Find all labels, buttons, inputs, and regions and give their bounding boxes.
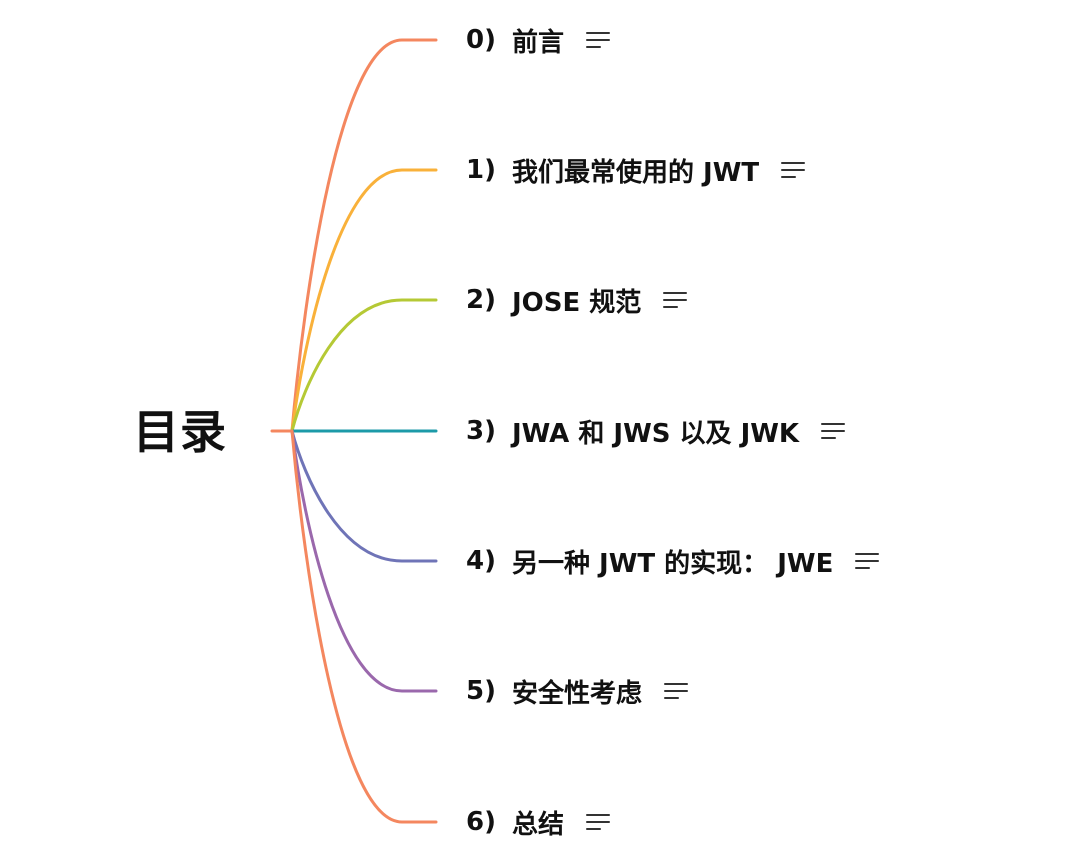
branch-title: JWA 和 JWS 以及 JWK: [511, 418, 800, 449]
branch-number: 4): [466, 546, 496, 576]
root-node-title[interactable]: 目录: [133, 405, 227, 459]
branch-title: 安全性考虑: [511, 678, 642, 709]
branch-number: 5): [466, 676, 496, 706]
branch-number: 1): [466, 155, 496, 185]
notes-icon[interactable]: [781, 160, 807, 180]
branch-node-3[interactable]: 3) JWA 和 JWS 以及 JWK: [466, 411, 847, 451]
branch-title: 前言: [511, 27, 564, 58]
branch-node-2[interactable]: 2) JOSE 规范: [466, 280, 689, 320]
branch-title: 我们最常使用的 JWT: [511, 157, 760, 188]
branch-title: 另一种 JWT 的实现： JWE: [511, 548, 834, 579]
branch-number: 6): [466, 807, 496, 837]
branch-connector-2: [290, 298, 438, 433]
branch-title: JOSE 规范: [511, 287, 642, 318]
branch-node-4[interactable]: 4) 另一种 JWT 的实现： JWE: [466, 541, 881, 581]
branch-number: 2): [466, 285, 496, 315]
branch-number: 3): [466, 416, 496, 446]
branch-node-0[interactable]: 0) 前言: [466, 20, 612, 60]
branch-connector-6: [290, 429, 438, 824]
branch-title: 总结: [511, 809, 564, 840]
branch-number: 0): [466, 25, 496, 55]
branch-connector-1: [290, 168, 438, 433]
branch-connector-5: [290, 429, 438, 693]
branch-connector-4: [290, 429, 438, 563]
notes-icon[interactable]: [821, 421, 847, 441]
branch-connector-0: [290, 38, 438, 433]
notes-icon[interactable]: [855, 551, 881, 571]
notes-icon[interactable]: [586, 30, 612, 50]
notes-icon[interactable]: [664, 681, 690, 701]
notes-icon[interactable]: [586, 812, 612, 832]
notes-icon[interactable]: [663, 290, 689, 310]
branch-node-1[interactable]: 1) 我们最常使用的 JWT: [466, 150, 807, 190]
branch-node-5[interactable]: 5) 安全性考虑: [466, 671, 690, 711]
branch-node-6[interactable]: 6) 总结: [466, 802, 612, 842]
